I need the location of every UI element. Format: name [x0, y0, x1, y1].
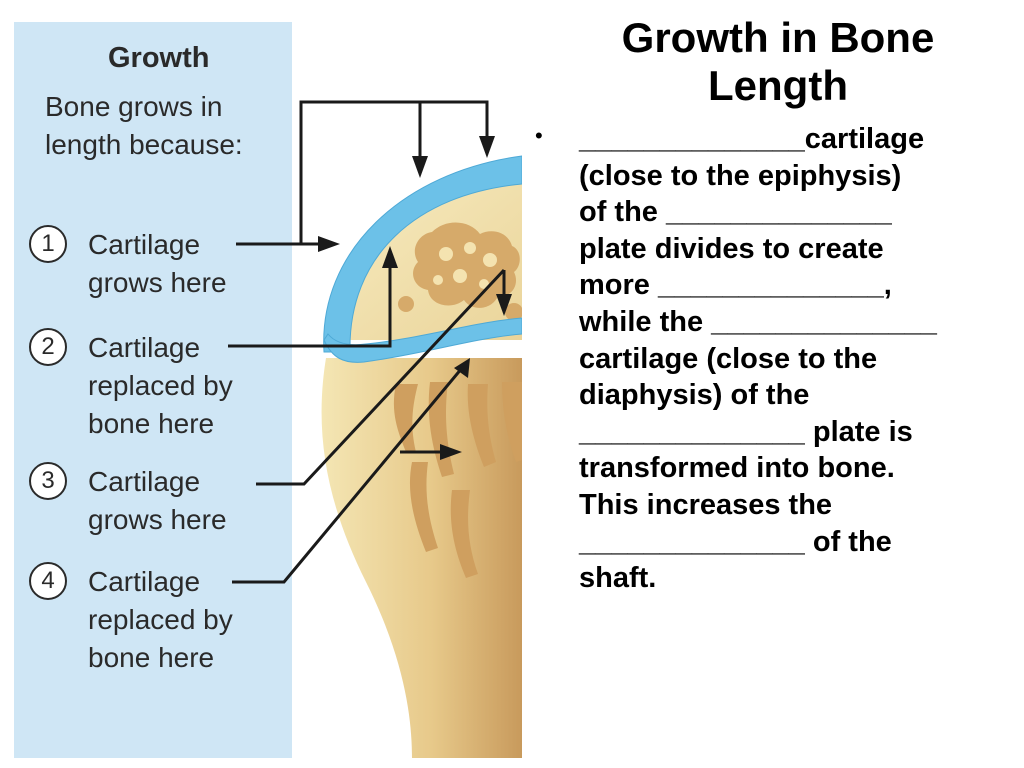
bullet-text: ______________cartilage (close to the ep… [579, 123, 937, 595]
step-number-badge: 4 [29, 562, 67, 600]
bone-growth-figure: Growth Bone grows in length because: 1 C… [14, 22, 522, 758]
spongy-bone-pores [433, 242, 497, 289]
slide-title: Growth in Bone Length [621, 14, 935, 109]
step-label: Cartilage grows here [88, 466, 227, 535]
legend-intro: Bone grows in length because: [45, 91, 243, 160]
spongy-bone-metaphysis [393, 382, 522, 578]
step-number-badge: 3 [29, 462, 67, 500]
legend: Growth Bone grows in length because: 1 C… [14, 22, 292, 758]
step-label: Cartilage replaced by bone here [88, 566, 233, 673]
step-label: Cartilage replaced by bone here [88, 332, 233, 439]
legend-heading: Growth [108, 42, 210, 74]
leader-lines [228, 100, 506, 584]
bullet-marker: • [535, 123, 543, 148]
step-number-badge: 2 [29, 328, 67, 366]
articular-cartilage [323, 155, 522, 353]
spongy-bone-epiphysis [398, 222, 522, 321]
step-number-badge: 1 [29, 225, 67, 263]
arrow-heads [318, 136, 512, 460]
bone-illustration [14, 22, 522, 758]
legend-panel [14, 22, 292, 758]
step-label: Cartilage grows here [88, 229, 227, 298]
bone-shaft [321, 358, 522, 758]
